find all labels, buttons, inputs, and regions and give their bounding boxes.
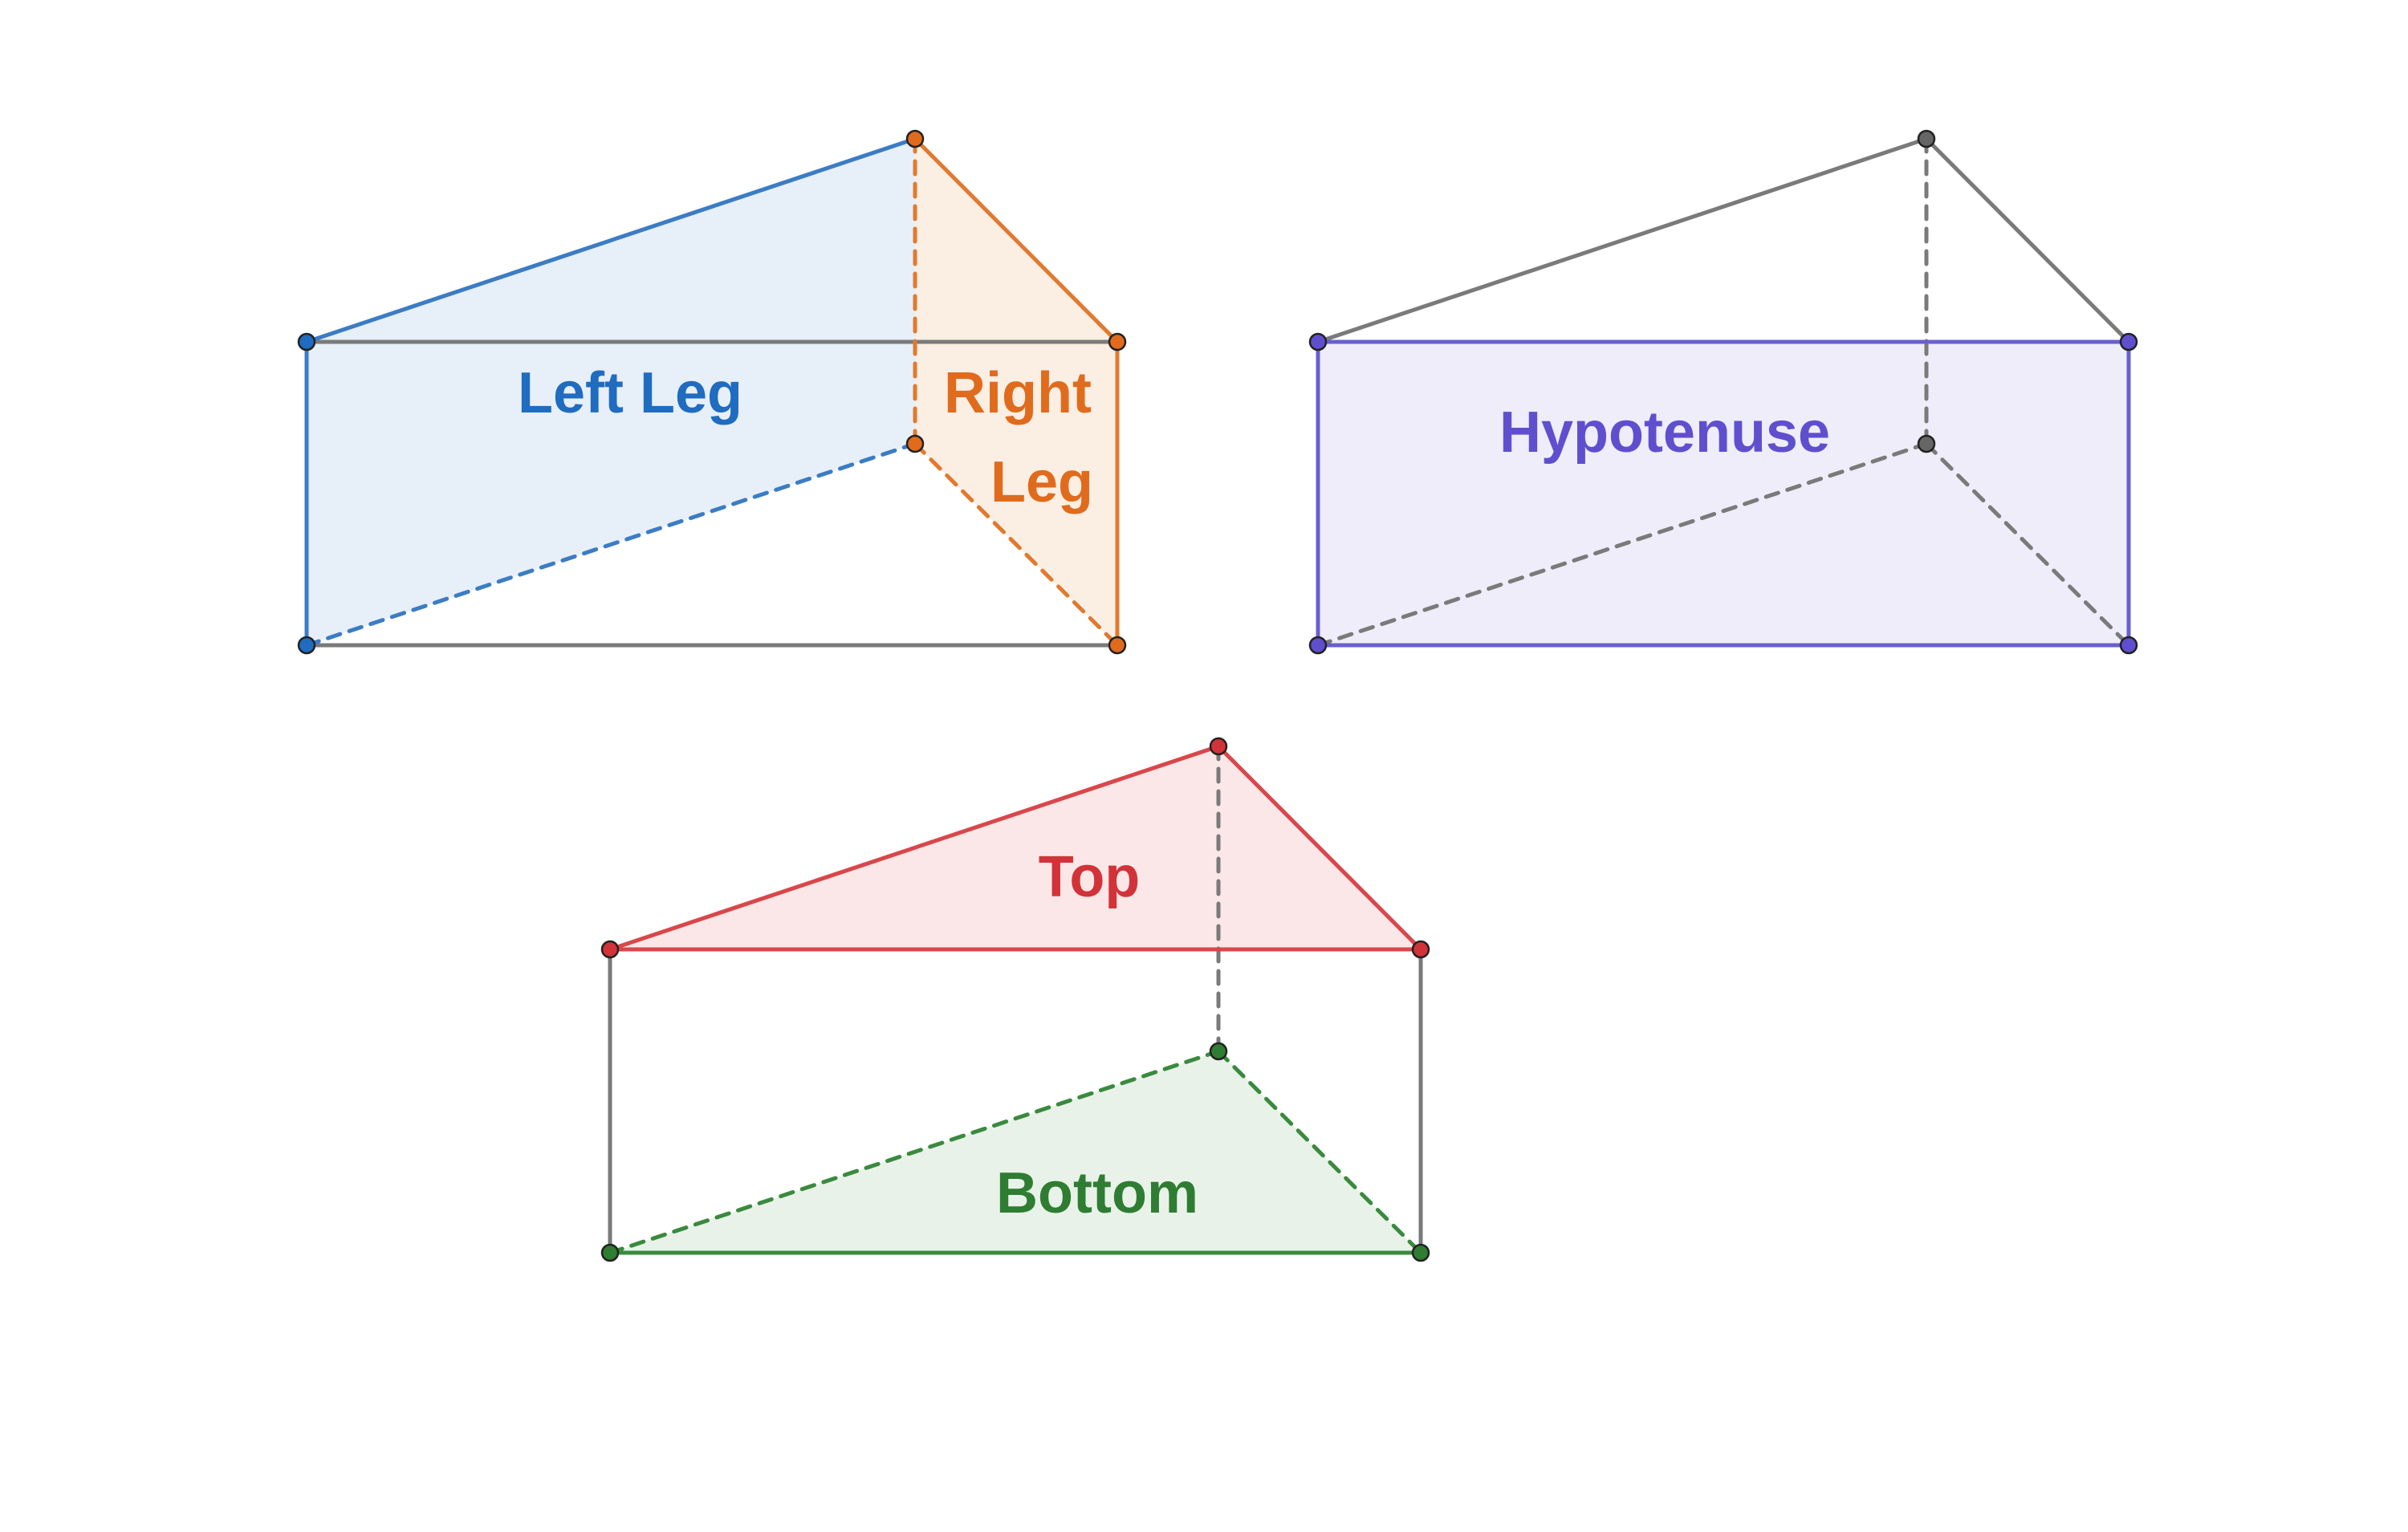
top-left-edge: [1316, 136, 1929, 344]
hidden-bottom-right-edge: [1924, 441, 2131, 648]
hypotenuse-label: Hypotenuse: [1499, 400, 1830, 465]
hypotenuse-prism: Hypotenuse: [1308, 129, 2138, 655]
right-leg-top-edge: [913, 136, 1120, 344]
left-leg-label: Left Leg: [518, 361, 742, 425]
top-bottom-prism: Top Bottom: [600, 737, 1430, 1262]
right-leg-label-line1: Right: [944, 361, 1092, 425]
top-right-edge: [1924, 136, 2131, 344]
vertex-point: [1209, 1042, 1228, 1061]
vertex-point: [2119, 332, 2138, 352]
bottom-label: Bottom: [996, 1161, 1198, 1225]
vertex-point: [1308, 332, 1328, 352]
vertex-point: [600, 940, 620, 959]
top-face: [610, 746, 1421, 949]
bottom-hidden-left-edge: [608, 1049, 1221, 1255]
right-leg-label-line2: Leg: [990, 450, 1093, 514]
vertex-point: [1108, 636, 1127, 655]
bottom-face: [610, 1051, 1421, 1253]
vertex-point: [905, 129, 925, 148]
vertex-point: [2119, 636, 2138, 655]
right-leg-face: [915, 139, 1117, 645]
vertex-point: [1411, 1243, 1430, 1262]
legs-prism: Left Leg Right Leg: [297, 129, 1127, 655]
vertex-point: [1411, 940, 1430, 959]
vertex-point: [905, 434, 925, 453]
bottom-hidden-right-edge: [1216, 1049, 1423, 1255]
top-label: Top: [1039, 845, 1141, 909]
left-leg-hidden-bottom-edge: [304, 441, 917, 648]
vertex-point: [1308, 636, 1328, 655]
hypotenuse-face: [1318, 342, 2129, 645]
vertex-point: [1917, 434, 1936, 453]
hypotenuse-face-outline: [1316, 339, 2131, 648]
hidden-bottom-left-edge: [1316, 441, 1929, 648]
vertex-point: [1108, 332, 1127, 352]
vertex-point: [297, 636, 316, 655]
left-leg-face: [307, 139, 915, 645]
vertex-point: [1917, 129, 1936, 148]
right-leg-hidden-bottom-edge: [913, 441, 1120, 648]
left-leg-top-edge: [304, 136, 917, 344]
top-face-outline: [608, 744, 1423, 952]
vertex-point: [297, 332, 316, 352]
vertex-point: [600, 1243, 620, 1262]
vertex-point: [1209, 737, 1228, 756]
